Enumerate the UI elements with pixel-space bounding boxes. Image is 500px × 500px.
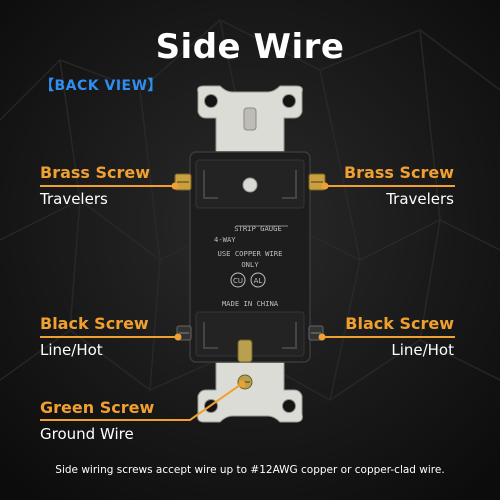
black-left-heading: Black Screw [40,314,149,333]
black-right-heading: Black Screw [345,314,454,333]
top-mounting-strap [197,85,303,157]
callout-brass-left: Brass Screw Travelers [40,163,150,209]
strip-gauge-mark: STRIP GAUGE [234,224,282,233]
green-heading: Green Screw [40,398,155,417]
brass-left-heading: Brass Screw [40,163,151,182]
svg-text:CU: CU [233,277,243,285]
brass-left-sub: Travelers [40,190,108,208]
origin-mark: MADE IN CHINA [222,299,279,308]
green-sub: Ground Wire [40,425,134,443]
cert-mark [230,272,266,288]
black-right-sub: Line/Hot [391,341,454,359]
brass-right-sub: Travelers [386,190,454,208]
black-left-sub: Line/Hot [40,341,103,359]
page-title: Side Wire [155,27,345,67]
callout-green: Green Screw Ground Wire [40,398,154,444]
callout-black-left: Black Screw Line/Hot [40,314,149,360]
brass-screw-right [308,173,326,191]
callout-dots [171,182,329,388]
copper-mark: USE COPPER WIRE [218,249,283,258]
footnote: Side wiring screws accept wire up to #12… [55,464,445,476]
callout-black-right: Black Screw Line/Hot [345,314,454,360]
type-mark: 4-WAY [214,235,236,244]
device-markings: STRIP GAUGE 4-WAY USE COPPER WIRE ONLY M… [214,224,282,308]
callout-lines [40,185,455,421]
brass-right-heading: Brass Screw [343,163,454,182]
callout-brass-right: Brass Screw Travelers [344,163,454,209]
only-mark: ONLY [241,260,259,269]
view-label: 【BACK VIEW】 [40,78,163,94]
svg-text:AL: AL [254,277,263,285]
brass-screw-left [174,173,192,191]
bottom-mounting-strap [197,355,303,423]
